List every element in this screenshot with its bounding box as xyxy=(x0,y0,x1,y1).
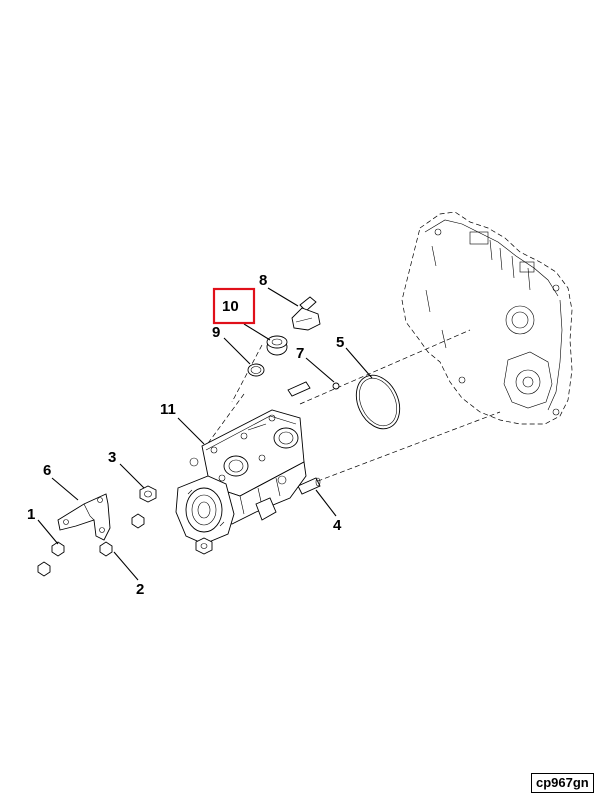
callout-6: 6 xyxy=(43,462,51,479)
alignment-lines xyxy=(205,329,501,485)
part-2-bolt xyxy=(99,541,113,557)
callout-10-highlight-box xyxy=(212,287,256,325)
callout-9: 9 xyxy=(212,324,220,341)
part-8-fitting xyxy=(291,296,321,331)
leader-lines xyxy=(37,287,373,581)
part-6-bracket xyxy=(57,493,145,541)
part-10-adapter xyxy=(266,335,288,356)
callout-5: 5 xyxy=(336,334,344,351)
callout-7: 7 xyxy=(296,345,304,362)
part-1-bolts xyxy=(37,541,65,577)
callout-4: 4 xyxy=(333,517,342,534)
engine-housing xyxy=(401,211,573,425)
part-5-seal-ring xyxy=(355,374,401,430)
part-9-o-ring xyxy=(247,363,265,377)
reference-code-label: cp967gn xyxy=(531,773,594,793)
callout-2: 2 xyxy=(136,581,144,598)
callout-8: 8 xyxy=(259,272,267,289)
part-11-compressor xyxy=(175,409,307,545)
callout-1: 1 xyxy=(27,506,35,523)
callouts: 1 2 3 4 5 6 7 8 9 10 11 xyxy=(27,272,344,598)
callout-11: 11 xyxy=(160,401,176,418)
callout-10: 10 xyxy=(222,298,239,315)
part-4-dowel xyxy=(297,477,321,495)
flange-nut xyxy=(195,537,213,555)
part-7-dowel xyxy=(287,381,340,397)
part-3-nut xyxy=(139,485,157,503)
callout-3: 3 xyxy=(108,449,116,466)
